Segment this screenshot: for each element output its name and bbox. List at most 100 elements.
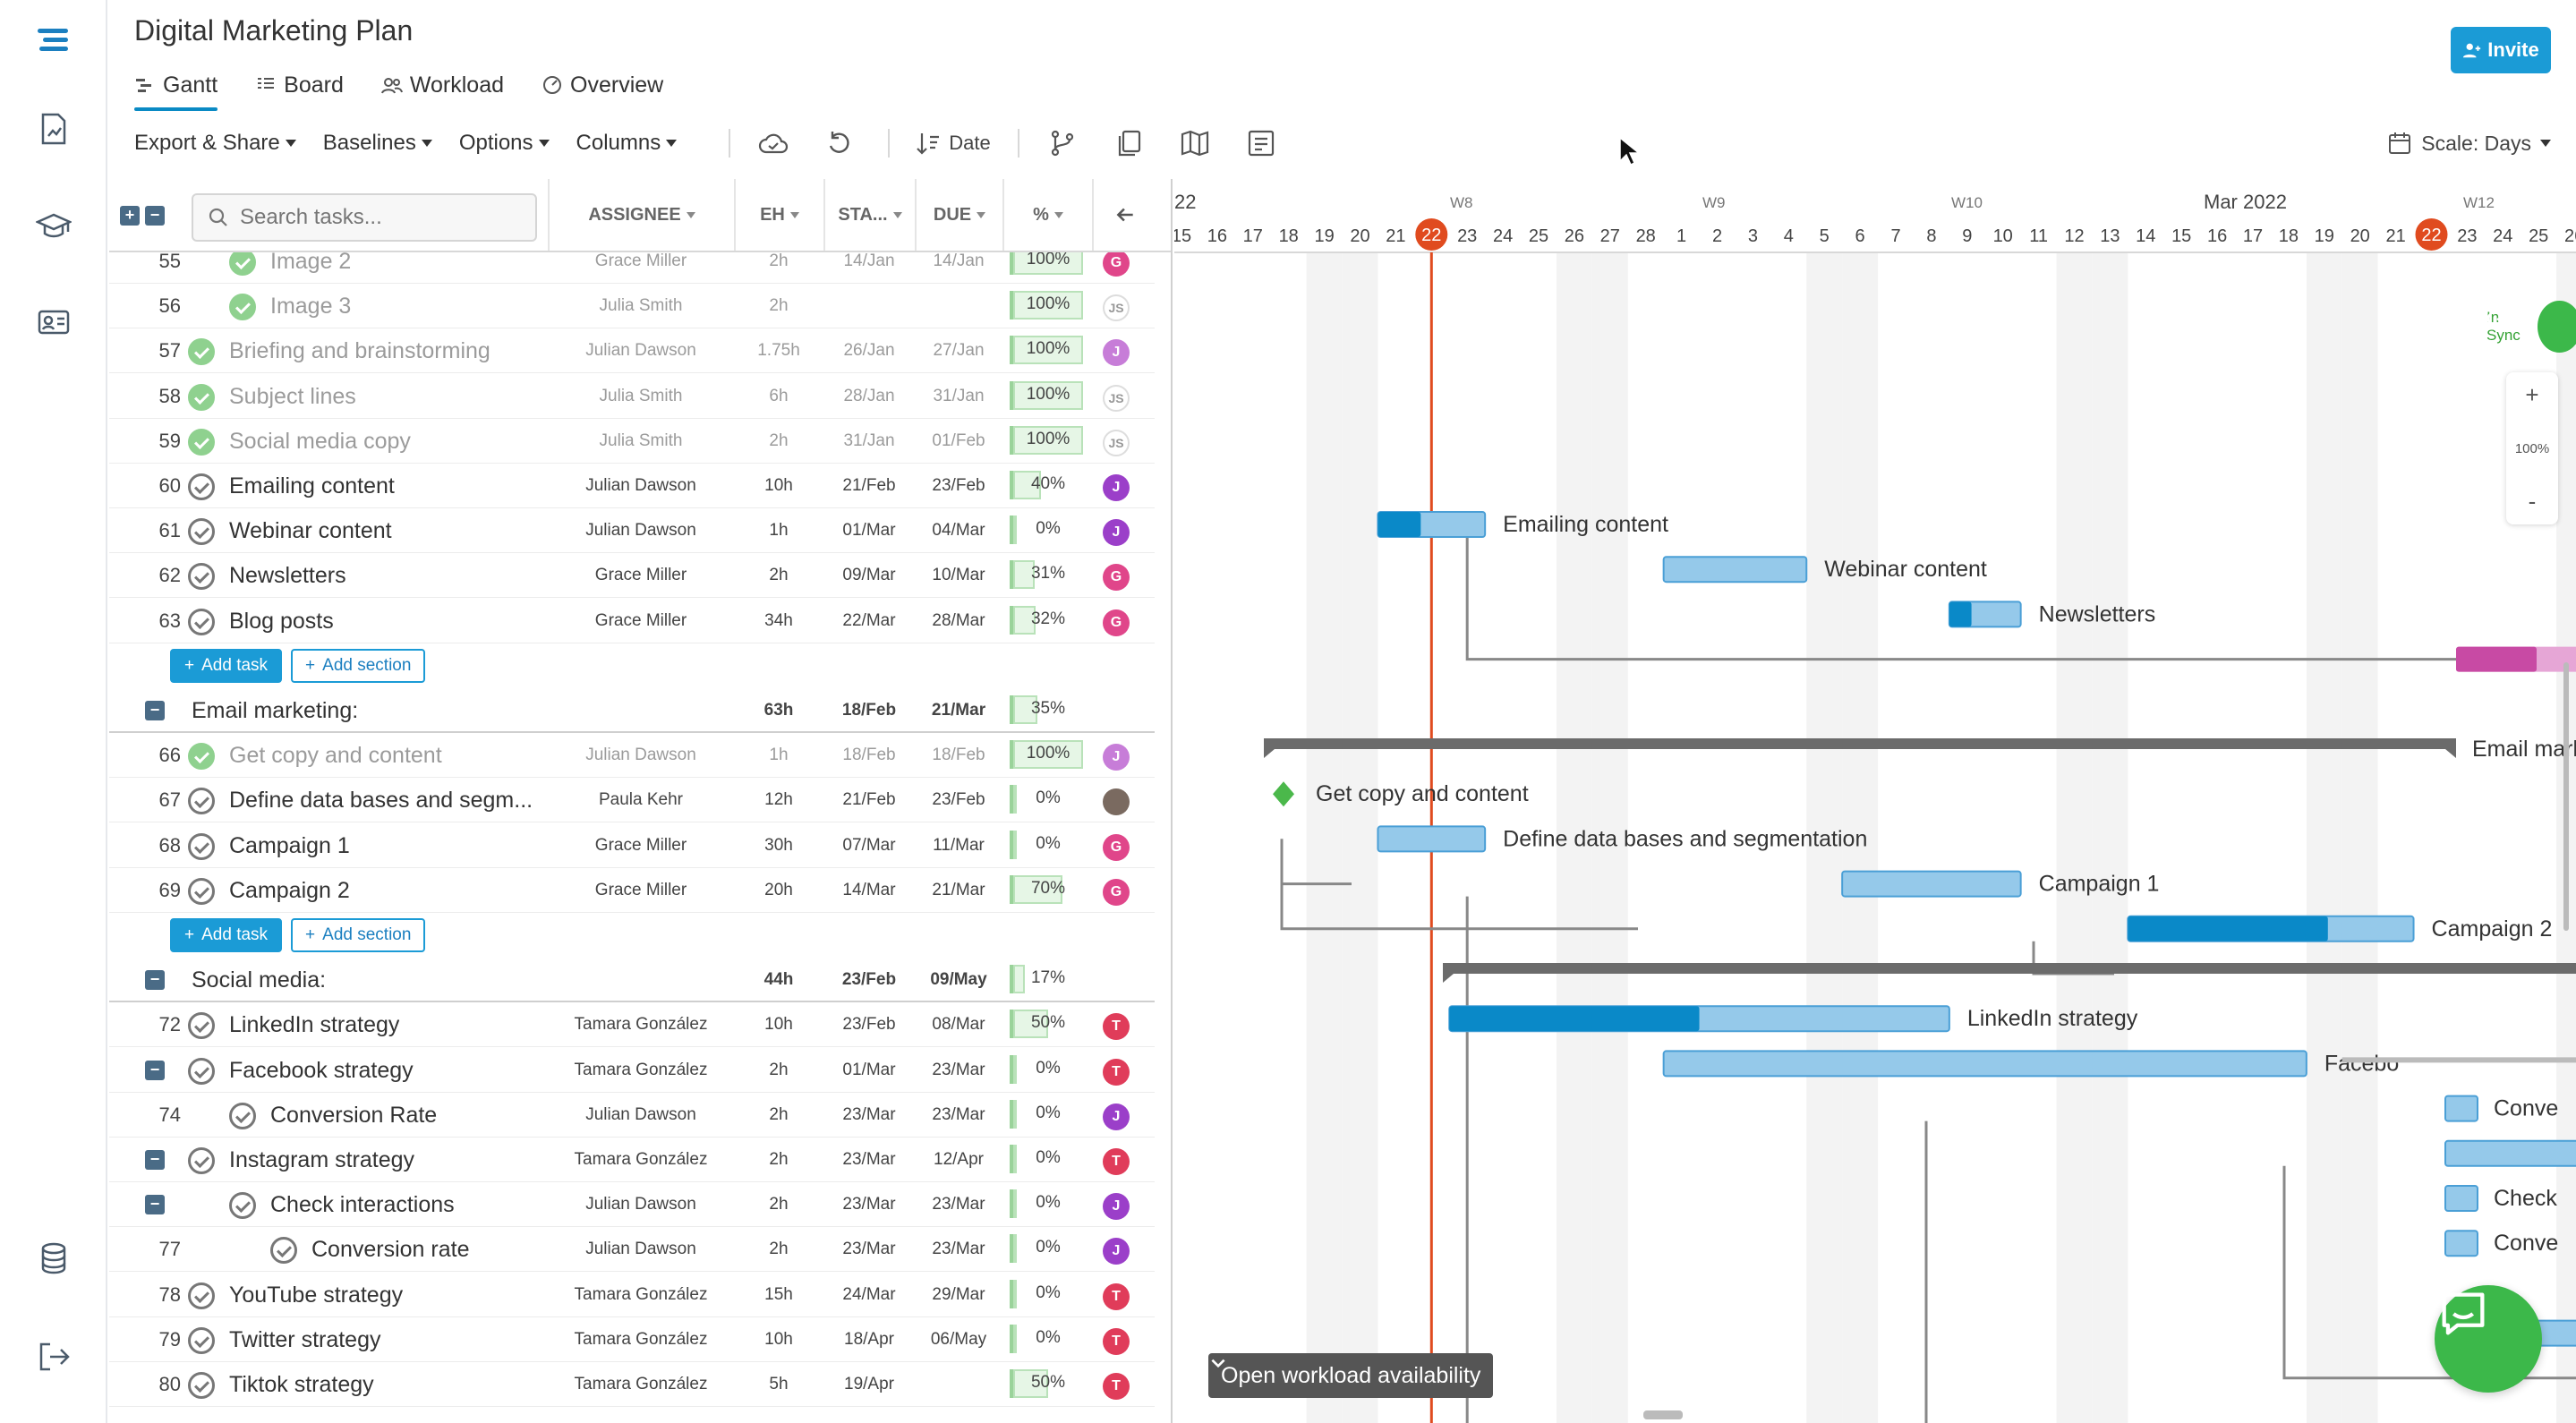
task-effort-hours[interactable]: 2h [769,1240,789,1259]
task-due-date[interactable]: 27/Jan [933,341,985,361]
avatar[interactable]: G [1103,833,1130,861]
task-name[interactable]: Conversion rate [311,1237,470,1263]
avatar[interactable]: JS [1103,294,1130,322]
options-menu[interactable]: Options [459,131,550,156]
zoom-in-button[interactable]: + [2525,381,2539,408]
task-progress[interactable]: 70% [1010,874,1083,904]
task-effort-hours[interactable]: 10h [764,1329,793,1349]
gantt-bar[interactable] [2444,1139,2576,1167]
task-start-date[interactable]: 21/Feb [842,790,896,810]
task-start-date[interactable]: 01/Mar [842,521,896,541]
complete-checkbox[interactable] [229,1192,256,1220]
task-effort-hours[interactable]: 2h [769,1195,789,1214]
avatar[interactable]: G [1103,609,1130,636]
task-due-date[interactable]: 21/Mar [931,701,986,720]
task-assignee[interactable]: Julian Dawson [585,476,696,495]
map-button[interactable] [1177,125,1213,161]
task-due-date[interactable]: 23/Feb [932,476,985,495]
expand-all-button[interactable]: + [120,206,140,226]
task-due-date[interactable]: 23/Feb [932,790,985,810]
task-assignee[interactable]: Julian Dawson [585,1195,696,1214]
collapse-subtasks-button[interactable]: − [145,1060,165,1080]
task-name[interactable]: Define data bases and segm... [229,788,533,814]
summary-bar[interactable] [1443,963,2576,983]
tab-gantt[interactable]: Gantt [134,66,218,111]
avatar[interactable]: J [1103,1193,1130,1221]
task-start-date[interactable]: 28/Jan [843,386,895,405]
task-progress[interactable]: 40% [1010,471,1083,499]
task-assignee[interactable]: Julian Dawson [585,341,696,361]
complete-checkbox[interactable] [229,249,256,276]
task-effort-hours[interactable]: 20h [764,880,793,899]
task-name[interactable]: Briefing and brainstorming [229,338,490,364]
task-name[interactable]: Tiktok strategy [229,1372,374,1397]
task-name[interactable]: Emailing content [229,473,395,498]
task-assignee[interactable]: Julia Smith [599,296,683,316]
task-assignee[interactable]: Julian Dawson [585,746,696,765]
complete-checkbox[interactable] [188,473,215,500]
task-name[interactable]: Newsletters [229,563,346,589]
task-start-date[interactable]: 31/Jan [843,430,895,450]
task-start-date[interactable]: 23/Feb [841,970,897,990]
logout-icon[interactable] [30,1334,77,1380]
task-assignee[interactable]: Tamara González [574,1015,708,1035]
zoom-out-button[interactable]: - [2528,488,2537,515]
column-percent[interactable]: % [1002,179,1092,251]
scale-selector[interactable]: Scale: Days [2387,124,2551,163]
column-due[interactable]: DUE [915,179,1002,251]
avatar[interactable]: G [1103,250,1130,277]
complete-checkbox[interactable] [229,294,256,321]
task-start-date[interactable]: 22/Mar [842,610,896,630]
gantt-bar[interactable] [1841,870,2022,898]
vertical-scrollbar[interactable] [2563,662,2569,931]
task-assignee[interactable]: Julia Smith [599,386,683,405]
app-logo-icon[interactable] [30,18,77,64]
task-due-date[interactable]: 06/May [930,1329,987,1349]
copy-button[interactable] [1111,125,1147,161]
database-icon[interactable] [30,1235,77,1282]
collapse-subtasks-button[interactable]: − [145,1150,165,1170]
task-progress[interactable]: 0% [1010,1099,1083,1129]
task-assignee[interactable]: Julia Smith [599,430,683,450]
task-name[interactable]: Facebook strategy [229,1057,414,1083]
task-start-date[interactable]: 19/Apr [844,1375,894,1393]
task-start-date[interactable]: 24/Mar [842,1284,896,1304]
task-start-date[interactable]: 07/Mar [842,835,896,855]
avatar[interactable]: JS [1103,384,1130,412]
avatar[interactable]: T [1103,1013,1130,1041]
task-progress[interactable]: 0% [1010,1054,1083,1084]
avatar[interactable]: J [1103,1238,1130,1265]
document-chart-icon[interactable] [30,106,77,152]
task-start-date[interactable]: 23/Mar [842,1104,896,1124]
task-start-date[interactable]: 21/Feb [842,476,896,495]
task-progress[interactable]: 0% [1010,785,1083,814]
task-due-date[interactable]: 14/Jan [933,251,985,270]
task-due-date[interactable]: 09/May [930,970,987,990]
task-progress[interactable]: 0% [1010,830,1083,859]
tab-workload[interactable]: Workload [380,66,504,104]
gantt-bar[interactable] [1662,1050,2307,1078]
task-effort-hours[interactable]: 10h [764,476,793,495]
gantt-bar[interactable] [2444,1185,2478,1212]
invite-button[interactable]: Invite [2451,27,2551,73]
search-box[interactable] [192,193,537,242]
task-due-date[interactable]: 23/Mar [932,1060,985,1079]
task-start-date[interactable]: 23/Mar [842,1195,896,1214]
task-name[interactable]: Check interactions [270,1192,455,1218]
avatar-photo[interactable] [1103,788,1130,816]
task-progress[interactable]: 0% [1010,1189,1083,1219]
complete-checkbox[interactable] [188,428,215,456]
task-assignee[interactable]: Grace Miller [594,880,687,899]
task-progress[interactable]: 100% [1010,336,1083,365]
